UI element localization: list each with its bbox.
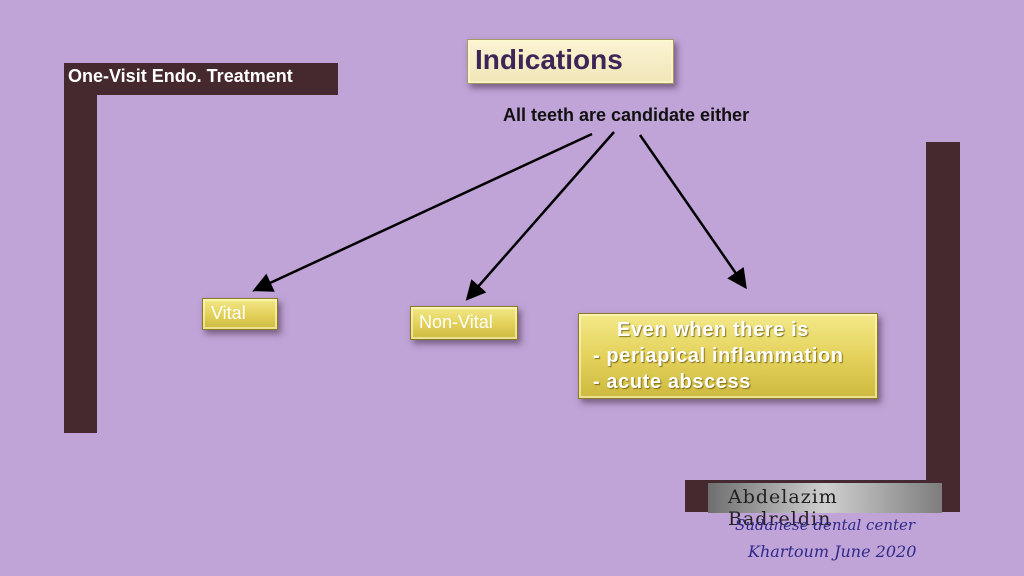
- node-even-when: Even when there is - periapical inflamma…: [578, 313, 878, 399]
- even-when-line-1: Even when there is: [617, 319, 809, 341]
- diagram-root-label: All teeth are candidate either: [503, 105, 750, 125]
- author-name: Abdelazim Badreldin: [728, 486, 838, 530]
- even-when-line-3: - acute abscess: [593, 371, 751, 393]
- left-frame-bar: [64, 95, 97, 433]
- even-when-line-2: - periapical inflammation: [593, 345, 844, 367]
- right-frame-bar: [926, 142, 960, 512]
- node-non-vital: Non-Vital: [410, 306, 518, 340]
- arrow-to-even-when: [638, 134, 747, 290]
- arrow-to-vital: [252, 132, 593, 292]
- node-vital: Vital: [202, 298, 278, 330]
- page-title: Indications: [475, 44, 623, 75]
- footer-place-date: Khartoum June 2020: [748, 542, 917, 561]
- author-signature: Abdelazim Badreldin: [708, 483, 942, 530]
- title-box: [467, 39, 674, 84]
- section-label: One-Visit Endo. Treatment: [64, 63, 338, 95]
- footer-center-name: Sudanese dental center: [735, 516, 916, 534]
- arrow-to-non-vital: [465, 131, 615, 301]
